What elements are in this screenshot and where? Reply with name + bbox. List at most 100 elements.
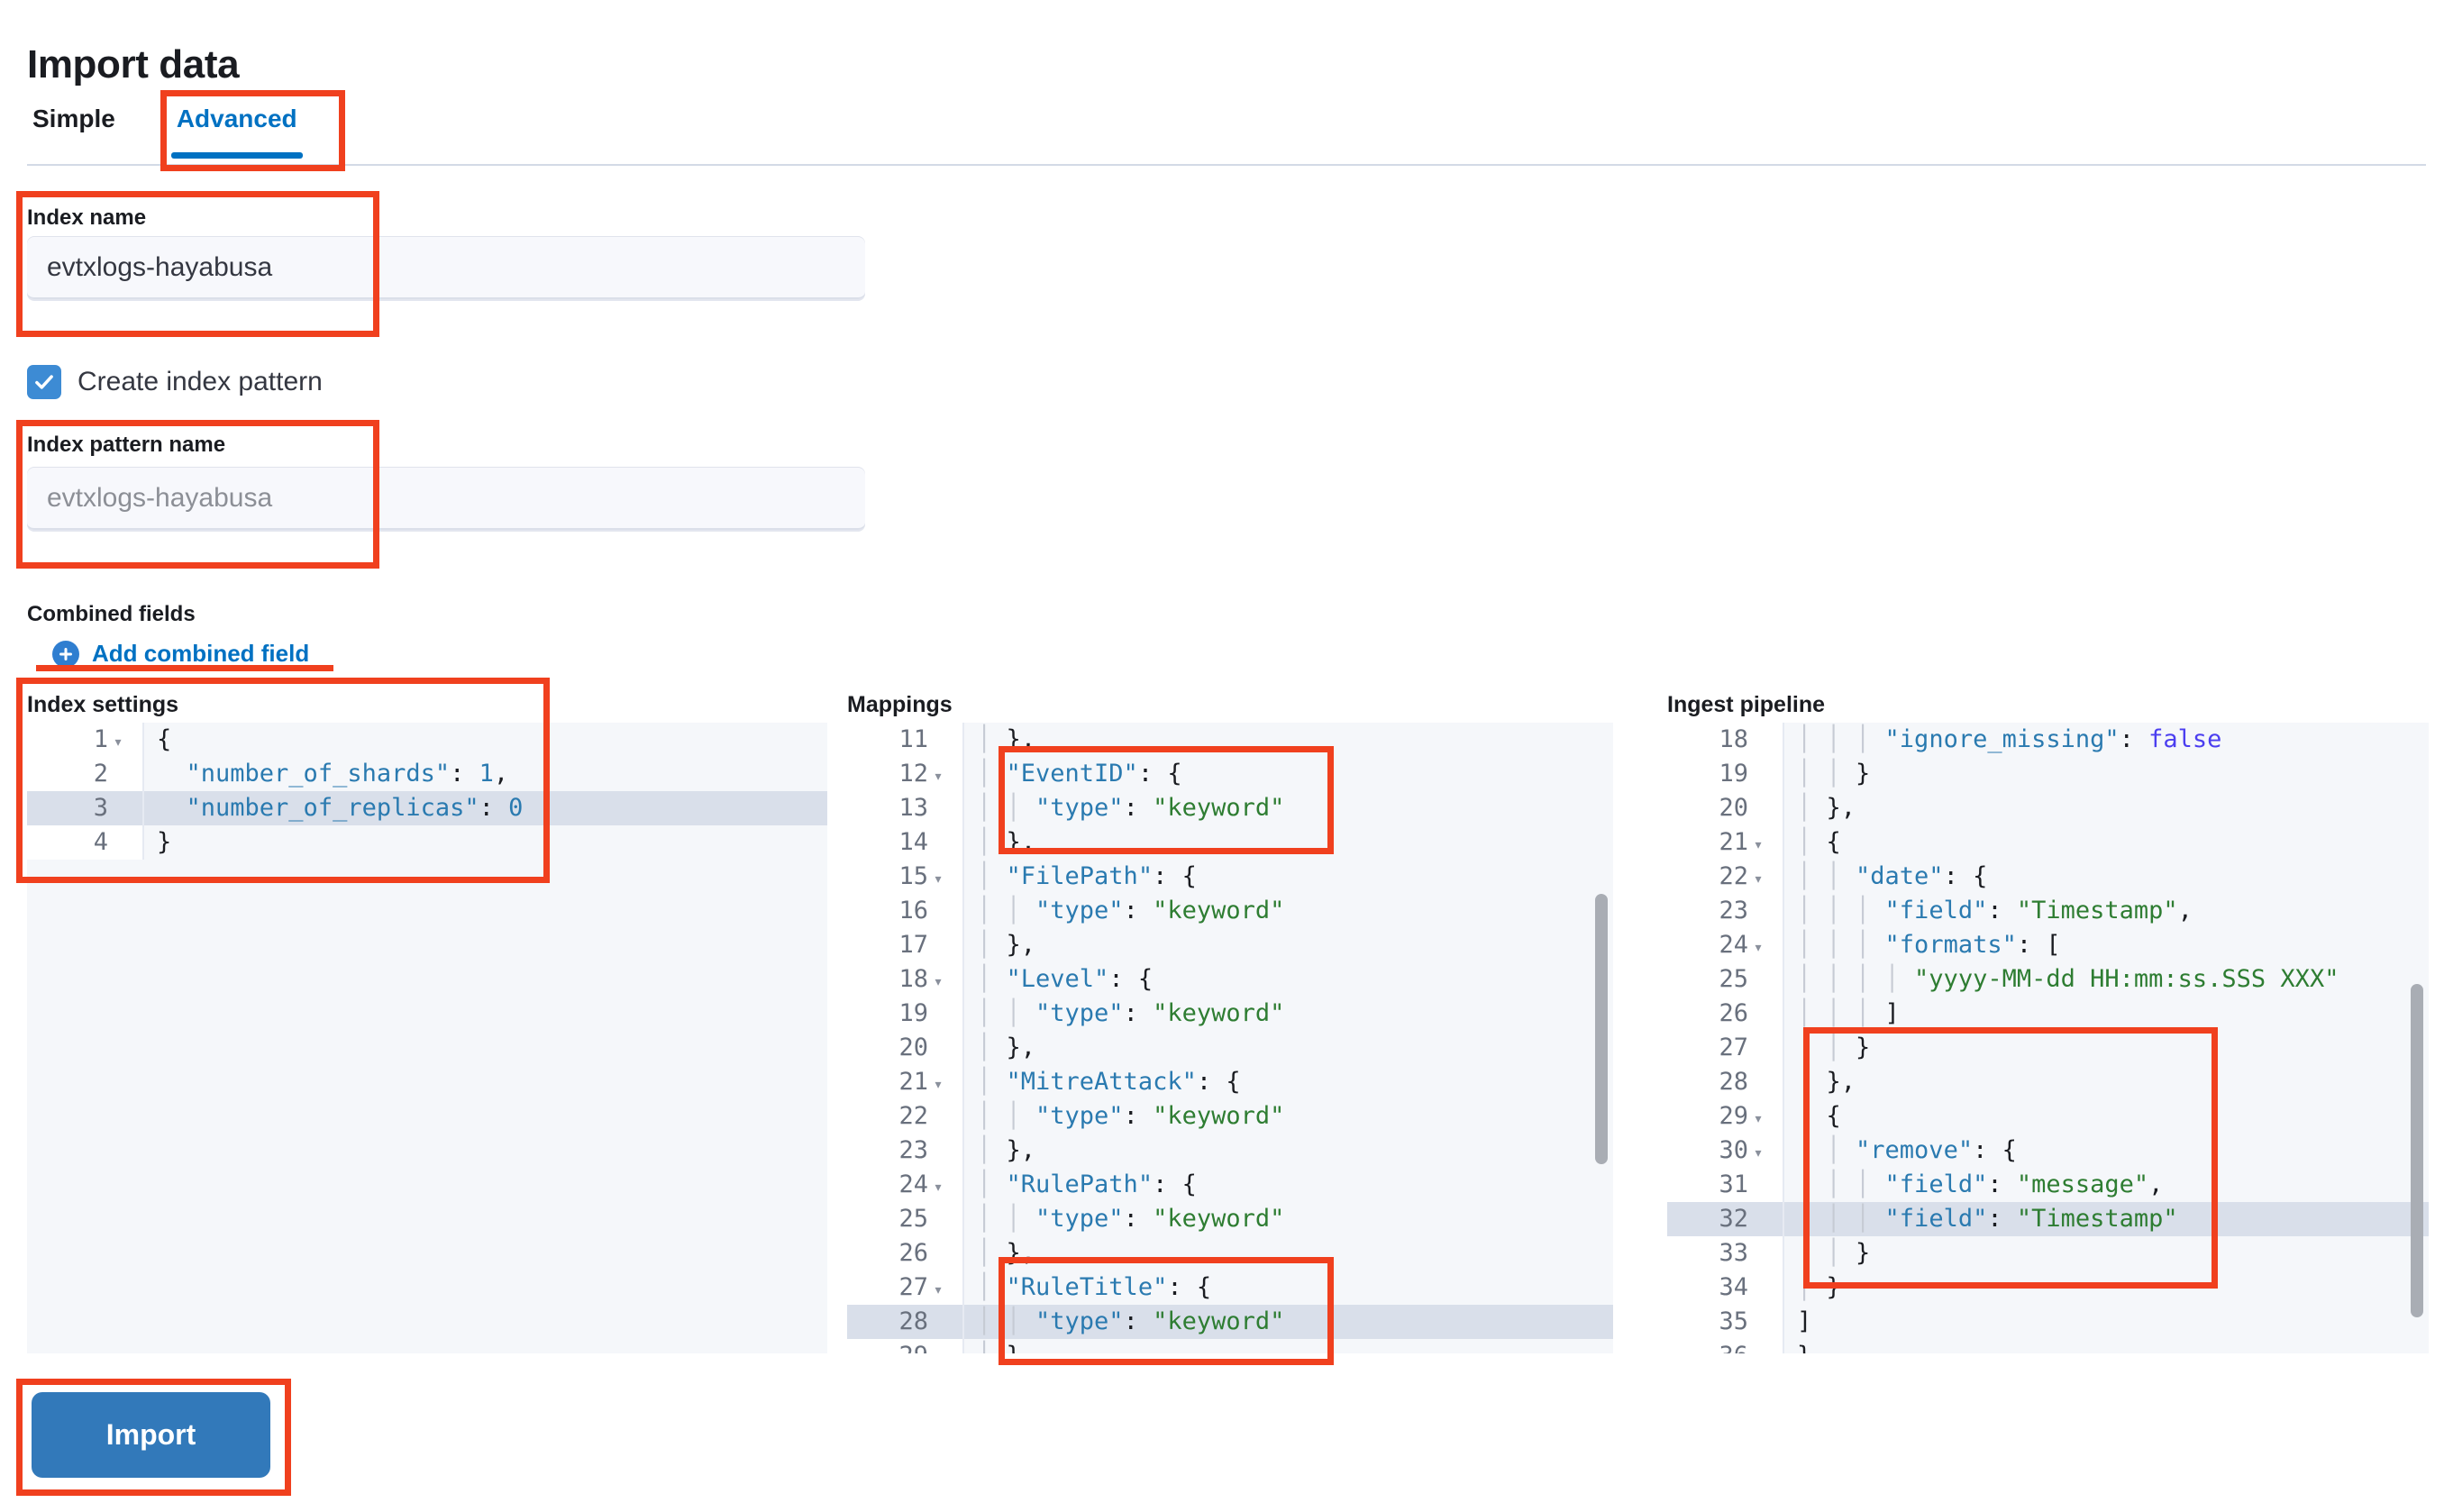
checkbox-checked-icon[interactable] bbox=[27, 365, 61, 399]
code-line: 2 "number_of_shards": 1, bbox=[27, 757, 827, 791]
gutter-separator bbox=[1775, 894, 1784, 928]
code-text: } bbox=[157, 828, 172, 856]
index-pattern-name-label: Index pattern name bbox=[27, 433, 226, 457]
fold-spacer bbox=[928, 828, 948, 862]
line-number: 30▾ bbox=[1667, 1134, 1775, 1168]
code-text: │ │ │ │ "yyyy-MM-dd HH:mm:ss.SSS XXX" bbox=[1797, 965, 2339, 993]
code-line: 21▾│ "MitreAttack": { bbox=[847, 1065, 1613, 1099]
fold-caret-icon[interactable]: ▾ bbox=[1753, 835, 1764, 854]
code-line: 36 } bbox=[1667, 1339, 2429, 1353]
code-line: 13 │ │ "type": "keyword" bbox=[847, 791, 1613, 825]
code-text: { bbox=[157, 725, 172, 753]
code-text: │ │ "type": "keyword" bbox=[977, 794, 1285, 822]
code-line: 20 │ }, bbox=[1667, 791, 2429, 825]
fold-caret-icon[interactable]: ▾ bbox=[933, 972, 944, 991]
index-pattern-name-input[interactable] bbox=[27, 467, 865, 532]
fold-spacer bbox=[1748, 897, 1768, 931]
fold-caret-icon[interactable]: ▾ bbox=[1753, 870, 1764, 888]
fold-spacer bbox=[108, 760, 128, 794]
fold-spacer bbox=[1748, 1239, 1768, 1273]
create-index-pattern-checkbox-row[interactable]: Create index pattern bbox=[27, 365, 323, 399]
line-number: 3 bbox=[27, 791, 135, 825]
tab-simple[interactable]: Simple bbox=[32, 105, 115, 132]
add-combined-field-label: Add combined field bbox=[92, 640, 310, 667]
code-text: │ │ } bbox=[1797, 1034, 1871, 1061]
code-line: 12▾│ "EventID": { bbox=[847, 757, 1613, 791]
code-text: │ │ │ "field": "Timestamp" bbox=[1797, 1205, 2178, 1233]
code-text: │ │ "type": "keyword" bbox=[977, 1307, 1285, 1335]
fold-caret-icon[interactable]: ▾ bbox=[1753, 1143, 1764, 1162]
code-line: 28 │ │ "type": "keyword" bbox=[847, 1305, 1613, 1339]
code-text: │ "RuleTitle": { bbox=[977, 1273, 1212, 1301]
code-text: │ "Level": { bbox=[977, 965, 1154, 993]
gutter-separator bbox=[955, 962, 964, 997]
gutter-separator bbox=[1775, 1236, 1784, 1271]
import-button[interactable]: Import bbox=[32, 1392, 270, 1478]
fold-spacer bbox=[928, 931, 948, 965]
code-line: 1▾ { bbox=[27, 723, 827, 757]
code-text: │ }, bbox=[977, 828, 1036, 856]
fold-caret-icon[interactable]: ▾ bbox=[933, 767, 944, 786]
line-number: 1▾ bbox=[27, 723, 135, 757]
code-line: 17 │ }, bbox=[847, 928, 1613, 962]
code-line: 33 │ │ } bbox=[1667, 1236, 2429, 1271]
line-number: 19 bbox=[847, 997, 955, 1031]
ingest-pipeline-title: Ingest pipeline bbox=[1667, 692, 1826, 717]
gutter-separator bbox=[955, 1271, 964, 1305]
fold-spacer bbox=[928, 1205, 948, 1239]
code-line: 3 "number_of_replicas": 0 bbox=[27, 791, 827, 825]
line-number: 13 bbox=[847, 791, 955, 825]
line-number: 25 bbox=[847, 1202, 955, 1236]
gutter-separator bbox=[1775, 1168, 1784, 1202]
mappings-editor[interactable]: 11 │ },12▾│ "EventID": {13 │ │ "type": "… bbox=[847, 723, 1613, 1353]
index-name-input[interactable] bbox=[27, 236, 865, 301]
fold-caret-icon[interactable]: ▾ bbox=[113, 733, 123, 751]
code-line: 16 │ │ "type": "keyword" bbox=[847, 894, 1613, 928]
fold-spacer bbox=[1748, 1034, 1768, 1068]
index-settings-title: Index settings bbox=[27, 692, 179, 717]
gutter-separator bbox=[1775, 1271, 1784, 1305]
gutter-separator bbox=[955, 723, 964, 757]
fold-spacer bbox=[928, 725, 948, 760]
code-line: 27 │ │ } bbox=[1667, 1031, 2429, 1065]
line-number: 31 bbox=[1667, 1168, 1775, 1202]
vertical-scrollbar[interactable] bbox=[1595, 894, 1608, 1164]
line-number: 33 bbox=[1667, 1236, 1775, 1271]
line-number: 24▾ bbox=[847, 1168, 955, 1202]
tab-advanced[interactable]: Advanced bbox=[146, 99, 328, 159]
fold-spacer bbox=[1748, 1205, 1768, 1239]
fold-caret-icon[interactable]: ▾ bbox=[933, 1280, 944, 1299]
code-text: │ │ │ "ignore_missing": false bbox=[1797, 725, 2222, 753]
code-line: 30▾│ │ "remove": { bbox=[1667, 1134, 2429, 1168]
line-number: 34 bbox=[1667, 1271, 1775, 1305]
gutter-separator bbox=[135, 791, 144, 825]
page-title: Import data bbox=[27, 42, 240, 87]
code-text: │ │ } bbox=[1797, 760, 1871, 788]
fold-spacer bbox=[928, 999, 948, 1034]
line-number: 15▾ bbox=[847, 860, 955, 894]
vertical-scrollbar[interactable] bbox=[2411, 984, 2423, 1317]
add-combined-field-button[interactable]: Add combined field bbox=[52, 640, 309, 668]
fold-caret-icon[interactable]: ▾ bbox=[933, 870, 944, 888]
gutter-separator bbox=[955, 1031, 964, 1065]
fold-caret-icon[interactable]: ▾ bbox=[933, 1075, 944, 1094]
fold-caret-icon[interactable]: ▾ bbox=[1753, 938, 1764, 957]
gutter-separator bbox=[955, 1168, 964, 1202]
code-line: 25 │ │ │ │ "yyyy-MM-dd HH:mm:ss.SSS XXX" bbox=[1667, 962, 2429, 997]
code-line: 24▾│ │ │ "formats": [ bbox=[1667, 928, 2429, 962]
fold-spacer bbox=[928, 1239, 948, 1273]
line-number: 28 bbox=[847, 1305, 955, 1339]
code-text: │ }, bbox=[977, 931, 1036, 959]
code-text: │ │ │ "field": "Timestamp", bbox=[1797, 897, 2193, 925]
fold-caret-icon[interactable]: ▾ bbox=[1753, 1109, 1764, 1128]
fold-caret-icon[interactable]: ▾ bbox=[933, 1178, 944, 1197]
code-line: 4 } bbox=[27, 825, 827, 860]
code-line: 22▾│ │ "date": { bbox=[1667, 860, 2429, 894]
gutter-separator bbox=[1775, 1305, 1784, 1339]
gutter-separator bbox=[1775, 723, 1784, 757]
code-line: 34 │ } bbox=[1667, 1271, 2429, 1305]
fold-spacer bbox=[108, 828, 128, 862]
index-settings-editor[interactable]: 1▾ {2 "number_of_shards": 1,3 "number_of_… bbox=[27, 723, 827, 1353]
plus-circle-icon bbox=[52, 640, 79, 668]
